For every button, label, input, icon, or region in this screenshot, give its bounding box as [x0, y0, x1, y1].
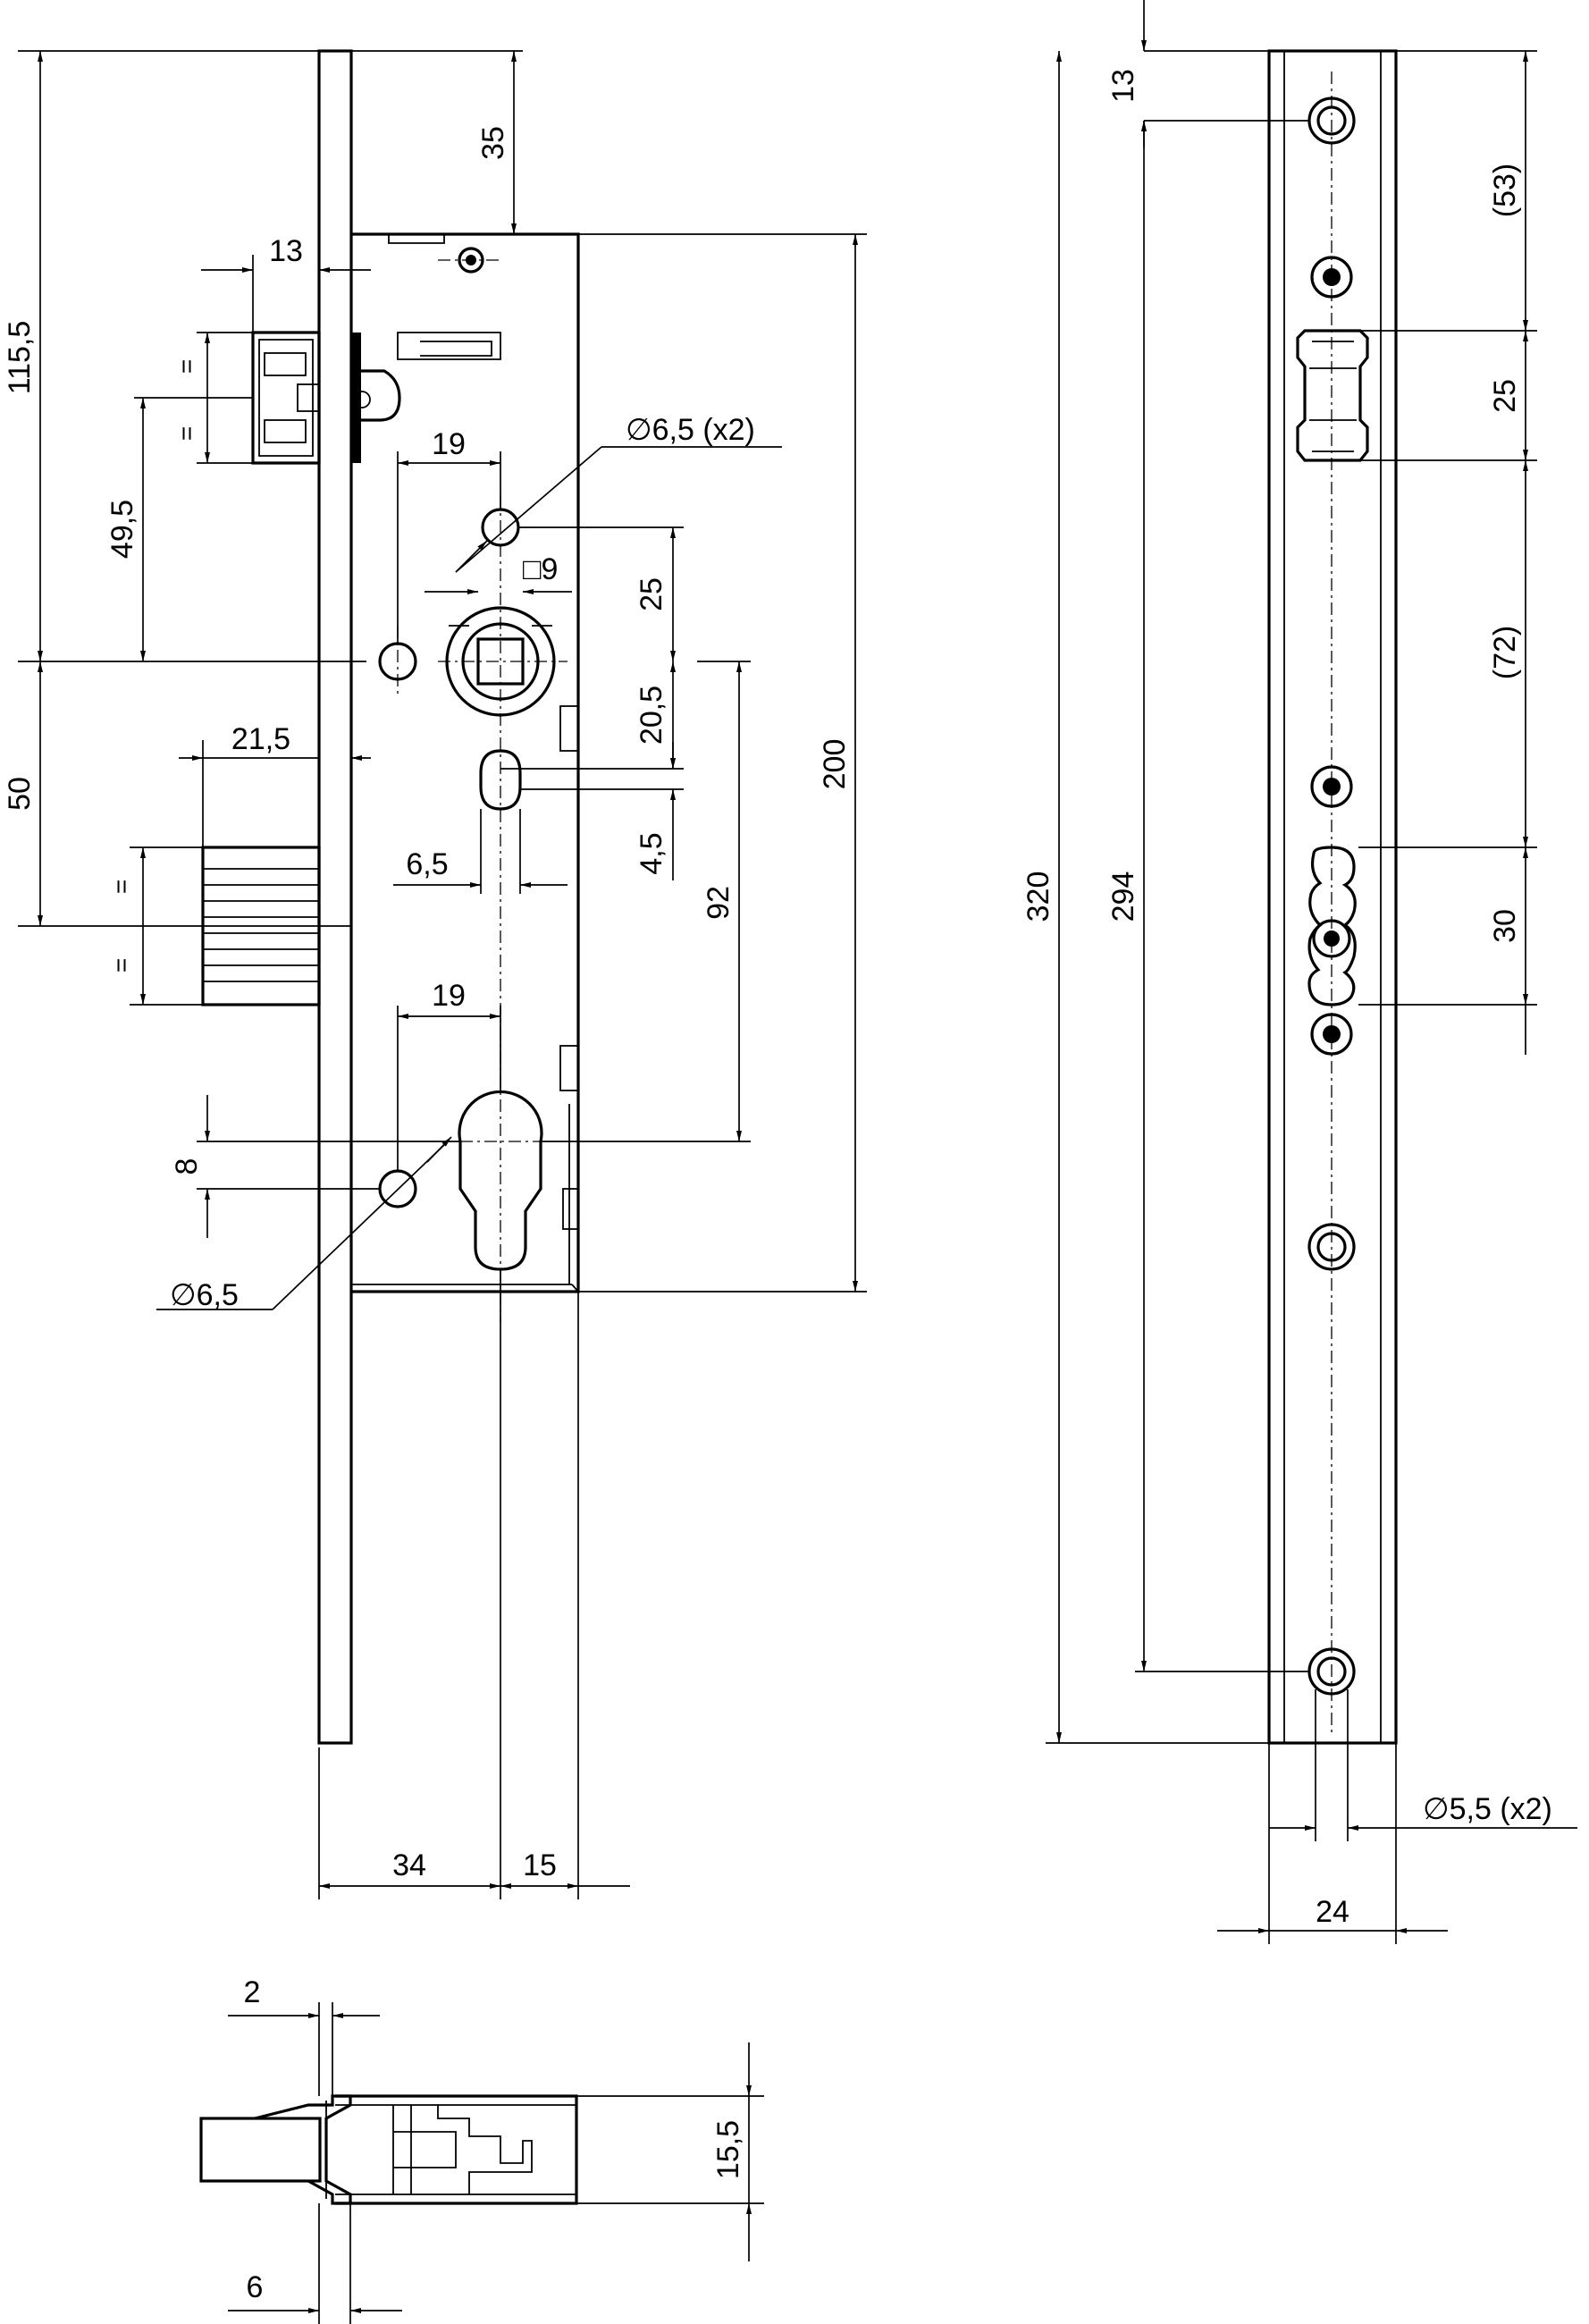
dim-294: 294: [1106, 872, 1140, 922]
front-view: 13 (53) 25 (72) 30 320 294 ∅5,5 (x2): [1022, 0, 1577, 1944]
dim-19-bottom: 19: [432, 979, 466, 1013]
dim-15: 15: [523, 1848, 557, 1882]
dim-30: 30: [1488, 909, 1522, 943]
bottom-view: 2 6 15,5: [199, 1975, 764, 2324]
dim-15-5: 15,5: [711, 2120, 745, 2179]
dim-200: 200: [818, 739, 852, 790]
dim-phi-5-5-x2: ∅5,5 (x2): [1423, 1792, 1552, 1826]
dim-320: 320: [1022, 872, 1055, 922]
dim-eq-2: =: [172, 426, 200, 441]
dim-34: 34: [392, 1848, 426, 1882]
case-slot: [397, 332, 501, 360]
latch-window: [1296, 329, 1369, 462]
dim-20-5: 20,5: [635, 686, 668, 745]
dim-13-face: 13: [1106, 69, 1140, 103]
faceplate-side: [317, 49, 353, 1745]
dim-13-latch: 13: [269, 234, 303, 268]
lock-case: [351, 232, 580, 1293]
dim-49-5: 49,5: [105, 500, 139, 559]
deadbolt-window: [1307, 846, 1357, 1006]
dim-92: 92: [702, 886, 736, 920]
dim-eq-3: =: [107, 880, 135, 894]
dim-6: 6: [247, 2270, 264, 2304]
dim-53: (53): [1488, 164, 1522, 217]
case-screw-top: [458, 247, 484, 274]
dim-25-face: 25: [1488, 379, 1522, 413]
dim-6-5: 6,5: [406, 847, 448, 881]
dim-21-5: 21,5: [231, 722, 290, 756]
dim-phi-6-5-x2: ∅6,5 (x2): [626, 413, 755, 447]
dim-square-9: □9: [523, 552, 558, 586]
dim-phi-6-5: ∅6,5: [170, 1278, 239, 1312]
dim-8: 8: [170, 1158, 204, 1175]
bottom-case: [335, 2094, 578, 2205]
faceplate-front: [1267, 49, 1398, 1745]
dim-50: 50: [3, 777, 37, 811]
cylinder-cutout: [458, 1090, 543, 1271]
dim-2: 2: [244, 1975, 261, 2009]
latch-bolt: [251, 331, 401, 465]
dim-24: 24: [1316, 1895, 1349, 1929]
dim-115-5: 115,5: [3, 321, 37, 395]
dim-35: 35: [476, 126, 510, 160]
dim-eq-4: =: [107, 958, 135, 973]
dim-19-top: 19: [432, 427, 466, 461]
dim-72: (72): [1488, 626, 1522, 679]
dim-4-5: 4,5: [635, 832, 668, 874]
side-view: 115,5 35 13 = = 49,5 19 ∅6,5 (x2) □9: [3, 49, 867, 1899]
dim-25-spindle: 25: [635, 577, 668, 611]
dim-eq-1: =: [172, 359, 200, 374]
slot-hole: [479, 749, 522, 811]
